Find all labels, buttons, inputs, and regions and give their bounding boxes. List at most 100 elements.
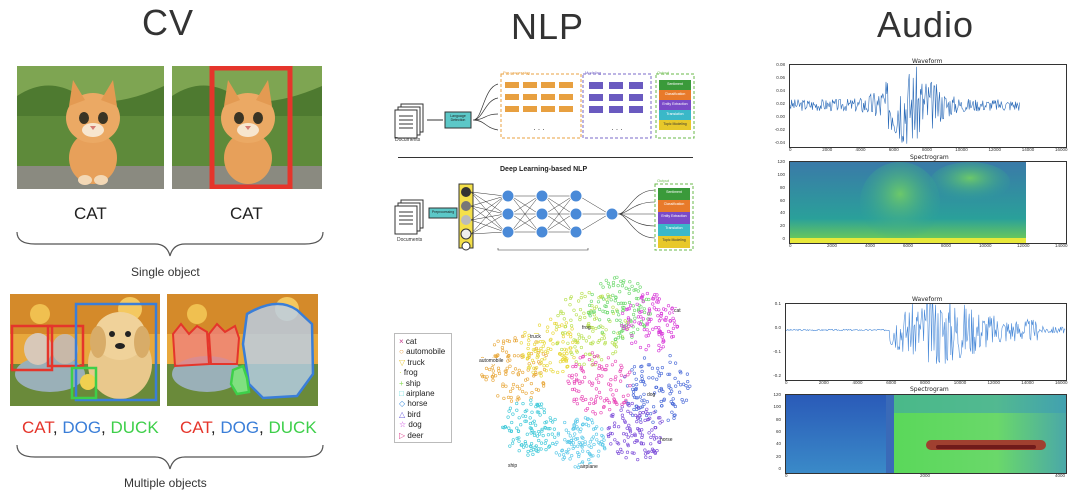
label-dog: DOG <box>62 418 102 437</box>
tsne-point <box>626 442 630 446</box>
tsne-point <box>643 383 647 387</box>
tsne-point <box>530 358 535 362</box>
tick-label: 100 <box>777 171 785 177</box>
tsne-point <box>622 279 626 283</box>
tsne-point <box>528 444 533 448</box>
tsne-point <box>533 349 537 353</box>
tsne-point <box>592 310 596 314</box>
tsne-point <box>571 446 575 450</box>
tsne-point <box>569 442 574 446</box>
tsne-point <box>621 301 625 306</box>
tick-label: 4000 <box>1055 473 1066 478</box>
tsne-point <box>584 408 588 412</box>
tsne-point <box>576 340 580 345</box>
legend-label: ship <box>405 378 421 388</box>
tsne-point <box>533 431 537 435</box>
tsne-point <box>625 450 630 454</box>
plot2-axes <box>789 161 1067 244</box>
tsne-point <box>596 454 600 458</box>
tsne-point <box>485 375 489 379</box>
tsne-point <box>546 346 550 351</box>
tsne-point <box>671 402 675 406</box>
tsne-point <box>545 363 549 368</box>
tsne-point <box>535 410 539 414</box>
tsne-point <box>569 332 573 336</box>
tsne-scatter <box>480 275 692 470</box>
tsne-point <box>651 327 655 331</box>
tsne-point <box>587 401 592 406</box>
multiple-brace <box>16 444 324 470</box>
top-modeling-label: Modeling <box>585 70 602 75</box>
tsne-point <box>536 410 541 414</box>
tsne-point <box>657 319 661 323</box>
tsne-point <box>638 285 642 289</box>
tsne-point <box>595 394 599 398</box>
tsne-point <box>560 347 564 352</box>
tick-label: 20 <box>775 453 781 459</box>
tsne-point <box>583 442 587 446</box>
tsne-point <box>561 334 565 339</box>
tsne-point <box>620 413 624 417</box>
tsne-point <box>639 305 643 309</box>
tsne-point <box>524 419 528 423</box>
tsne-point <box>575 350 579 354</box>
tsne-point <box>669 330 673 335</box>
label-duck: DUCK <box>110 418 159 437</box>
tsne-point <box>500 345 505 350</box>
tick-label: 10000 <box>979 243 992 248</box>
top-output-list: Sentiment Classification Entity Extracti… <box>659 80 691 130</box>
tsne-point <box>534 449 538 453</box>
tsne-point <box>601 285 605 289</box>
tsne-point <box>620 324 624 328</box>
legend-marker-icon: ▷ <box>399 430 408 440</box>
tsne-point <box>506 415 510 419</box>
tsne-point <box>672 416 676 420</box>
tsne-point <box>556 313 560 318</box>
tsne-point <box>565 351 569 356</box>
tsne-point <box>591 410 595 414</box>
tsne-point <box>597 373 601 378</box>
tsne-point <box>621 329 625 333</box>
tsne-point <box>612 276 617 280</box>
tsne-point <box>652 410 656 414</box>
tsne-point <box>564 348 569 352</box>
tsne-point <box>597 449 601 453</box>
tsne-point <box>598 318 602 322</box>
bottom-output-list: Sentiment Classification Entity Extracti… <box>658 188 690 248</box>
tsne-point <box>665 323 669 327</box>
tsne-point <box>654 325 658 330</box>
cluster-label-dog: dog <box>647 392 656 398</box>
tsne-point <box>606 293 610 297</box>
tsne-point <box>546 427 551 431</box>
tsne-point <box>537 432 542 436</box>
tsne-point <box>508 364 512 368</box>
tsne-point <box>595 354 600 358</box>
tsne-point <box>583 294 587 299</box>
tsne-point <box>572 399 576 403</box>
tsne-point <box>512 354 517 358</box>
tick-label: 12000 <box>988 147 1002 152</box>
tsne-point <box>642 392 646 396</box>
tsne-point <box>505 366 509 370</box>
tsne-point <box>641 411 645 415</box>
tsne-point <box>574 362 578 367</box>
tsne-point <box>624 286 628 290</box>
tsne-point <box>626 307 630 311</box>
tsne-point <box>574 360 578 364</box>
tsne-point <box>619 363 623 367</box>
tsne-point <box>558 351 562 356</box>
tsne-point <box>559 311 563 315</box>
tsne-point <box>540 358 544 362</box>
tsne-point <box>562 351 566 355</box>
tsne-point <box>534 340 538 344</box>
tsne-point <box>517 416 521 420</box>
tsne-point <box>529 402 533 406</box>
tsne-point <box>572 379 576 384</box>
tsne-point <box>480 373 484 377</box>
tsne-point <box>582 311 586 315</box>
tsne-point <box>511 370 515 375</box>
tsne-point <box>507 353 511 358</box>
tsne-point <box>630 323 634 327</box>
label-cat: CAT <box>180 418 211 437</box>
tsne-point <box>627 307 631 311</box>
